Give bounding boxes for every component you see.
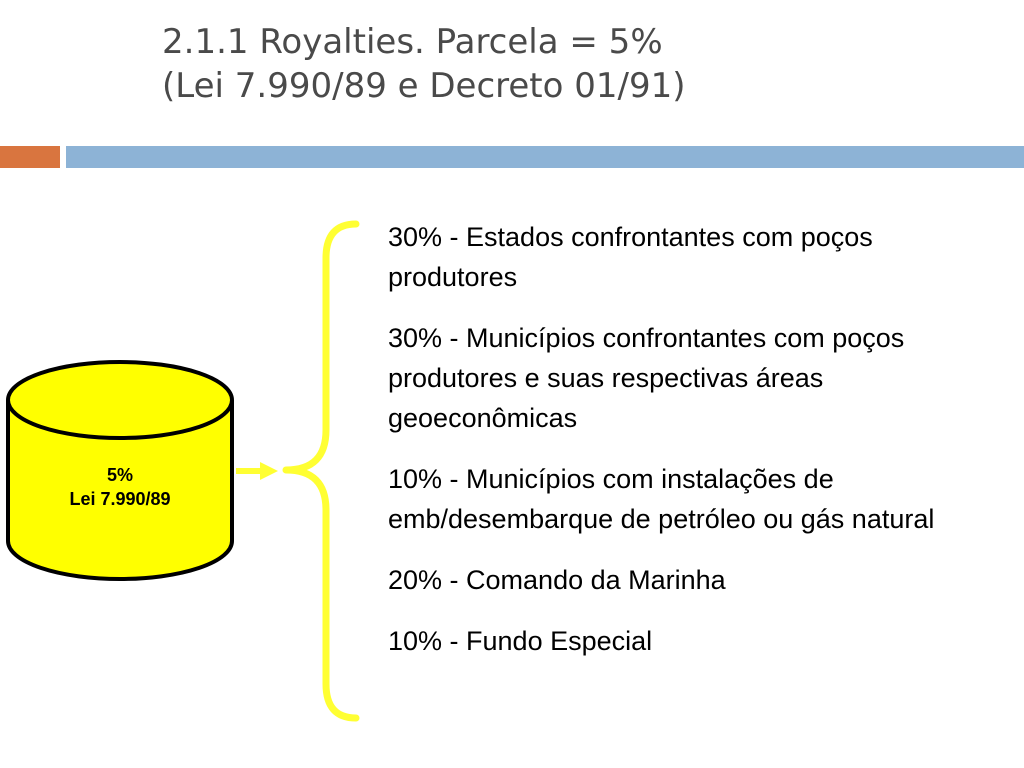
- arrow-connector: [236, 462, 278, 480]
- cylinder-percent: 5%: [106, 465, 133, 485]
- arrow-head: [260, 462, 278, 480]
- list-item: 30% - Estados confrontantes com poços pr…: [388, 222, 873, 292]
- accent-bar-blue: [66, 146, 1024, 168]
- slide-title: 2.1.1 Royalties. Parcela = 5% (Lei 7.990…: [162, 20, 982, 108]
- title-line-2: (Lei 7.990/89 e Decreto 01/91): [162, 66, 686, 106]
- title-line-1: 2.1.1 Royalties. Parcela = 5%: [162, 22, 663, 62]
- accent-bar-orange: [0, 146, 60, 168]
- distribution-list: 30% - Estados confrontantes com poços pr…: [388, 217, 1008, 682]
- cylinder-law: Lei 7.990/89: [69, 489, 171, 509]
- list-item: 10% - Municípios com instalações de emb/…: [388, 464, 935, 534]
- cylinder-shape: [6, 360, 234, 581]
- cylinder-body: [6, 400, 234, 581]
- list-item: 10% - Fundo Especial: [388, 626, 653, 656]
- cylinder-label: 5% Lei 7.990/89: [8, 463, 232, 511]
- curly-brace: [282, 220, 360, 722]
- list-item: 30% - Municípios confrontantes com poços…: [388, 323, 905, 433]
- list-item: 20% - Comando da Marinha: [388, 565, 726, 595]
- cylinder-top: [6, 360, 234, 440]
